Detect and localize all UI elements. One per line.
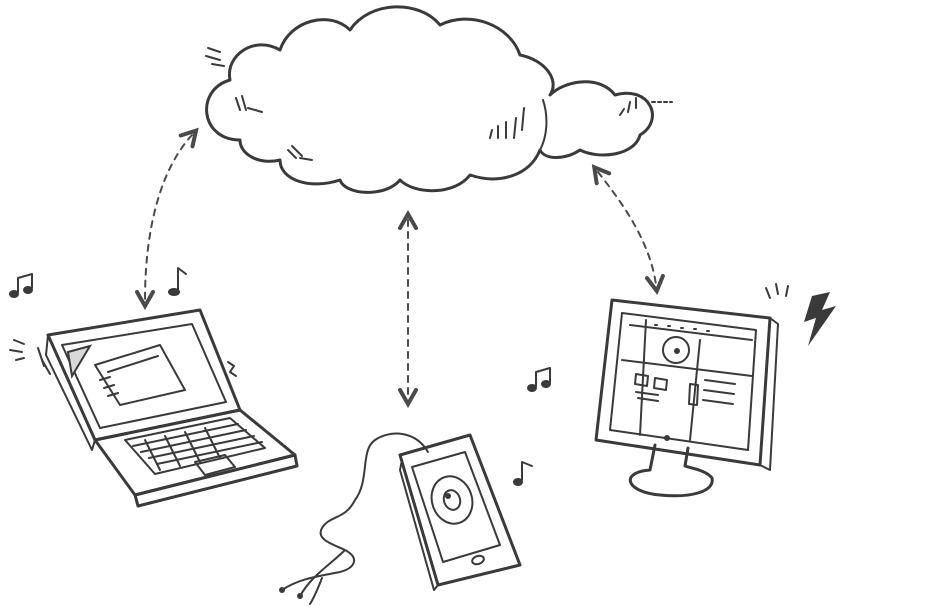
connector-cloud-laptop: [145, 135, 192, 300]
monitor-icon: [594, 298, 779, 498]
connector-cloud-monitor: [598, 172, 656, 285]
music-note-icon: [168, 267, 187, 296]
music-note-icon: [9, 273, 33, 298]
music-player-icon: [279, 432, 522, 605]
music-note-icon: [527, 367, 551, 392]
laptop-icon: [9, 308, 299, 508]
music-note-icon: [513, 461, 533, 486]
lightning-icon: [765, 283, 836, 346]
cloud-icon: [205, 5, 673, 194]
